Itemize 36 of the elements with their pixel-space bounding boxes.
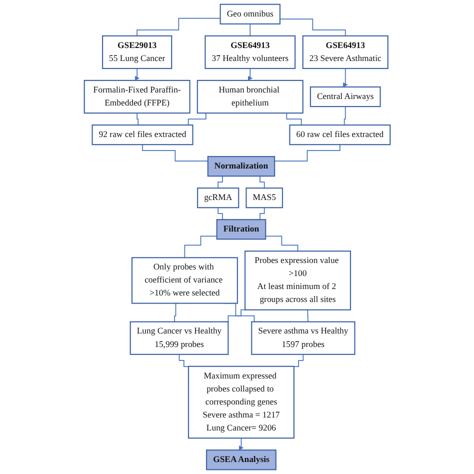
arrow bbox=[134, 68, 140, 81]
connector bbox=[342, 106, 346, 126]
node-box: Normalization bbox=[207, 156, 275, 177]
node-box: Geo omnibus bbox=[220, 4, 280, 24]
node-box: GSE29013 55 Lung Cancer bbox=[102, 35, 172, 70]
node-box: Central Airways bbox=[310, 86, 381, 108]
connector bbox=[279, 18, 346, 36]
node-box: Formalin-Fixed Paraffin-Embedded (FFPE) bbox=[84, 80, 190, 114]
node-box: MAS5 bbox=[245, 188, 283, 208]
arrow bbox=[342, 68, 348, 88]
node-box: GSE64913 23 Severe Asthmatic bbox=[302, 35, 388, 70]
node-box: Human bronchial epithelium bbox=[196, 80, 304, 114]
connector bbox=[178, 354, 189, 368]
node-box: Probes expression value >100 At least minimum of 2 groups across all sites bbox=[244, 250, 351, 310]
connector bbox=[174, 302, 178, 322]
connector bbox=[184, 236, 217, 258]
connector bbox=[249, 23, 250, 36]
node-box: Lung Cancer vs Healthy 15,999 probes bbox=[130, 321, 228, 355]
node-box: gcRMA bbox=[196, 188, 239, 208]
arrow bbox=[247, 68, 252, 81]
connector bbox=[264, 236, 298, 252]
connector bbox=[136, 18, 220, 36]
connector bbox=[136, 112, 140, 126]
node-box: 92 raw cel files extracted bbox=[91, 124, 194, 146]
node-box: Only probes with coefficient of variance >10% were selected bbox=[131, 257, 238, 304]
node-box: GSE64913 37 Healthy volunteers bbox=[204, 35, 296, 70]
node-box: Maximum expressed probes collapsed to corresponding genes Severe asthma = 1217 Lung Cancer= 9206 bbox=[188, 366, 294, 439]
connector bbox=[274, 144, 340, 162]
node-box: 60 raw cel files extracted bbox=[288, 124, 390, 146]
connector bbox=[293, 354, 304, 368]
arrow bbox=[238, 438, 244, 450]
connector bbox=[142, 144, 208, 162]
node-box: Severe asthma vs Healthy 1597 probes bbox=[250, 321, 356, 355]
node-box: Filtration bbox=[216, 219, 266, 240]
node-box: GSEA Analysis bbox=[206, 450, 276, 470]
connector bbox=[306, 309, 308, 322]
